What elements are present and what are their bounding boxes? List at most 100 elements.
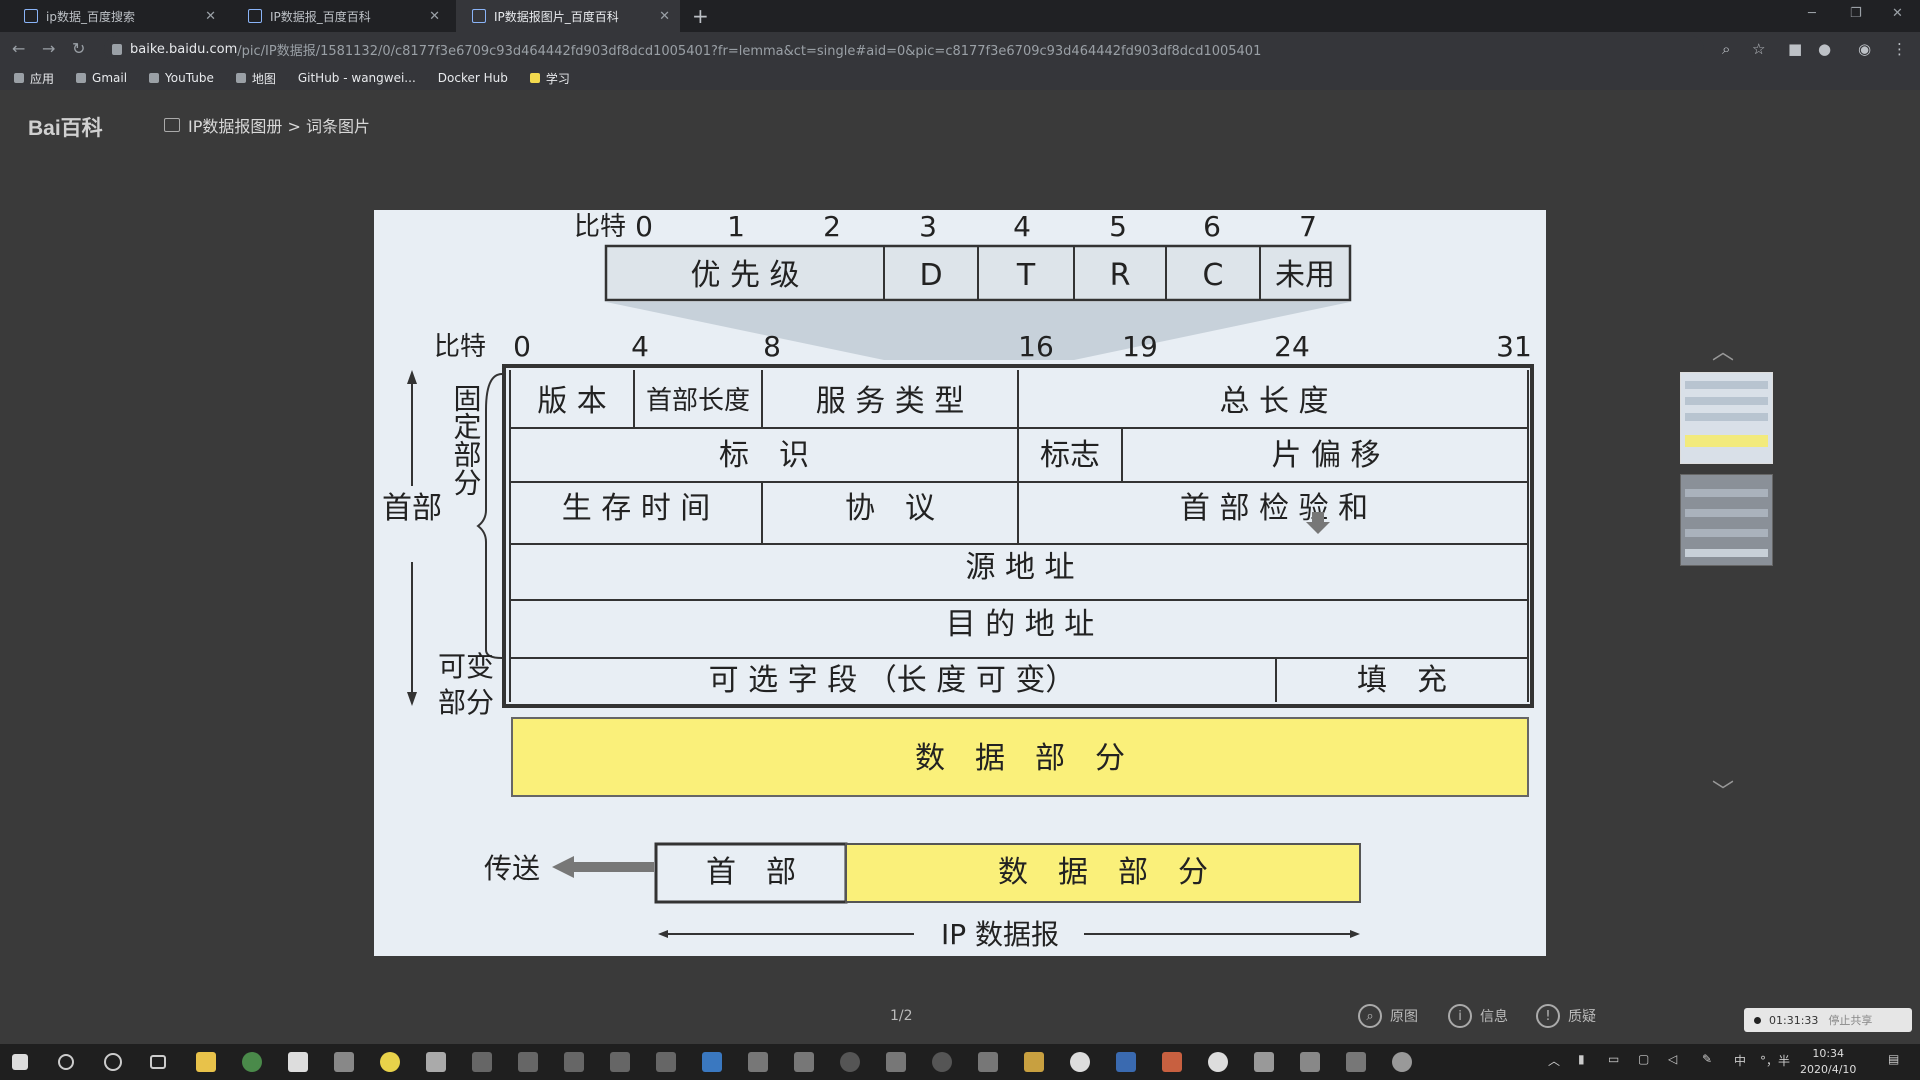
vscode-icon[interactable]: [702, 1052, 722, 1072]
close-tab-icon[interactable]: ✕: [205, 8, 216, 24]
zoom-icon[interactable]: ⌕: [1722, 40, 1731, 58]
file-explorer-icon[interactable]: [196, 1052, 216, 1072]
app-icon[interactable]: [932, 1052, 952, 1072]
breadcrumb[interactable]: IP数据报图册 > 词条图片: [164, 113, 370, 137]
app-icon[interactable]: [1254, 1052, 1274, 1072]
windows-start-icon[interactable]: [12, 1054, 28, 1070]
chevron-down-icon[interactable]: ﹀: [1712, 780, 1735, 805]
reload-icon[interactable]: ↻: [72, 39, 86, 58]
bookmark-dockerhub[interactable]: Docker Hub: [438, 71, 508, 85]
cursor-down-arrow-icon: [1306, 512, 1330, 534]
wechat-icon[interactable]: [1070, 1052, 1090, 1072]
clock-time: 10:34: [1812, 1047, 1845, 1060]
minimize-icon[interactable]: ─: [1808, 6, 1816, 21]
bookmark-label: 应用: [30, 71, 55, 86]
bookmark-star-icon[interactable]: ☆: [1752, 40, 1766, 58]
menu-icon[interactable]: ⋮: [1892, 40, 1907, 58]
field-padding: 填 充: [1357, 663, 1447, 698]
tos-field-r: R: [1110, 258, 1131, 293]
chevron-up-icon[interactable]: ︿: [1712, 340, 1735, 365]
field-header-checksum: 首 部 检 验 和: [1180, 491, 1368, 526]
xshell-icon[interactable]: [886, 1052, 906, 1072]
bookmark-label: YouTube: [165, 71, 214, 85]
report-button[interactable]: ! 质疑: [1536, 1004, 1596, 1028]
maximize-icon[interactable]: ❐: [1850, 6, 1862, 21]
ip-datagram-figure: 比特 0 1 2 3 4 5 6 7 优 先 级 D T R C 未用 比特 0…: [374, 210, 1546, 956]
figure-caption: IP 数据报: [941, 918, 1059, 951]
word-icon[interactable]: [1116, 1052, 1136, 1072]
bookmark-label: Docker Hub: [437, 71, 508, 85]
app-icon[interactable]: [1300, 1052, 1320, 1072]
app-icon[interactable]: [1208, 1052, 1228, 1072]
close-window-icon[interactable]: ✕: [1892, 6, 1903, 21]
pycharm-icon[interactable]: [610, 1052, 630, 1072]
extension-icon[interactable]: ■: [1788, 40, 1803, 58]
tray-battery-icon[interactable]: ▭: [1608, 1052, 1620, 1066]
bookmark-maps[interactable]: 地图: [235, 70, 276, 87]
bookmarks-bar: 应用 Gmail YouTube 地图 GitHub - wangwei... …: [0, 66, 1920, 90]
new-tab-button[interactable]: +: [692, 4, 709, 28]
baike-logo[interactable]: Bai百科: [28, 117, 103, 140]
bookmark-github[interactable]: GitHub - wangwei...: [298, 71, 416, 85]
info-button[interactable]: i 信息: [1448, 1004, 1508, 1028]
record-dot-icon: [1754, 1016, 1761, 1024]
tray-display-icon[interactable]: ▢: [1638, 1052, 1650, 1066]
tab-baike-images[interactable]: IP数据报图片_百度百科 ✕: [456, 0, 680, 32]
terminal-icon[interactable]: [748, 1052, 768, 1072]
app-icon[interactable]: [1392, 1052, 1412, 1072]
datagrip-icon[interactable]: [472, 1052, 492, 1072]
bookmark-gmail[interactable]: Gmail: [76, 71, 127, 85]
browser-icon[interactable]: [380, 1052, 400, 1072]
tray-network-icon[interactable]: ▮: [1578, 1052, 1585, 1066]
bookmark-label: 地图: [251, 71, 276, 86]
app-icon[interactable]: [426, 1052, 446, 1072]
profile-icon[interactable]: ◉: [1858, 40, 1872, 58]
bookmark-youtube[interactable]: YouTube: [149, 71, 214, 85]
intellij-icon[interactable]: [518, 1052, 538, 1072]
caption-left-arrow-icon: [658, 930, 668, 938]
forward-icon[interactable]: →: [42, 39, 56, 58]
notes-icon[interactable]: [1024, 1052, 1044, 1072]
tray-pen-icon[interactable]: ✎: [1702, 1052, 1713, 1066]
tab-baidu-search[interactable]: ip数据_百度搜索 ✕: [8, 0, 226, 32]
goland-icon[interactable]: [564, 1052, 584, 1072]
bookmark-study[interactable]: 学习: [529, 70, 570, 87]
search-icon[interactable]: [58, 1054, 74, 1070]
task-view-icon[interactable]: [150, 1055, 166, 1069]
tab-baike-entry[interactable]: IP数据报_百度百科 ✕: [232, 0, 450, 32]
tos-bit-number: 7: [1299, 210, 1317, 243]
bookmark-apps[interactable]: 应用: [14, 70, 54, 87]
close-tab-icon[interactable]: ✕: [429, 8, 440, 24]
app-circle-icon[interactable]: [840, 1052, 860, 1072]
screen-share-indicator[interactable]: 01:31:33 停止共享: [1744, 1008, 1912, 1032]
thumb-yellow-band: [1685, 435, 1768, 447]
tray-chevron-icon[interactable]: ︿: [1548, 1054, 1561, 1068]
phpstorm-icon[interactable]: [656, 1052, 676, 1072]
mail-icon[interactable]: [334, 1052, 354, 1072]
tray-volume-icon[interactable]: ◁: [1668, 1052, 1678, 1066]
tos-field-precedence: 优 先 级: [690, 258, 799, 293]
chrome-icon[interactable]: [242, 1052, 262, 1072]
address-bar[interactable]: baike.baidu.com /pic/IP数据报/1581132/0/c81…: [104, 36, 1704, 62]
arrow-down-icon: [407, 692, 417, 706]
back-icon[interactable]: ←: [12, 39, 26, 58]
input-mode-indicator[interactable]: °，半: [1760, 1054, 1791, 1068]
view-original-button[interactable]: ⌕ 原图: [1358, 1004, 1418, 1028]
side-label-bg: [394, 486, 430, 562]
field-options: 可 选 字 段 （长 度 可 变）: [709, 663, 1076, 698]
close-tab-icon[interactable]: ✕: [659, 8, 670, 24]
field-version: 版 本: [537, 384, 607, 419]
system-clock[interactable]: 10:34 2020/4/10: [1800, 1046, 1856, 1078]
xmind-icon[interactable]: [978, 1052, 998, 1072]
extension-circle-icon[interactable]: ●: [1818, 40, 1832, 58]
packet-header-label: 首 部: [706, 855, 796, 890]
app-icon[interactable]: [1346, 1052, 1366, 1072]
camera-icon[interactable]: [794, 1052, 814, 1072]
thumbnail-1[interactable]: [1680, 372, 1773, 464]
notification-icon[interactable]: ▤: [1888, 1052, 1900, 1066]
store-icon[interactable]: [288, 1052, 308, 1072]
input-method-indicator[interactable]: 中: [1734, 1054, 1747, 1068]
cortana-icon[interactable]: [104, 1053, 122, 1071]
thumbnail-2[interactable]: [1680, 474, 1773, 566]
powerpoint-icon[interactable]: [1162, 1052, 1182, 1072]
